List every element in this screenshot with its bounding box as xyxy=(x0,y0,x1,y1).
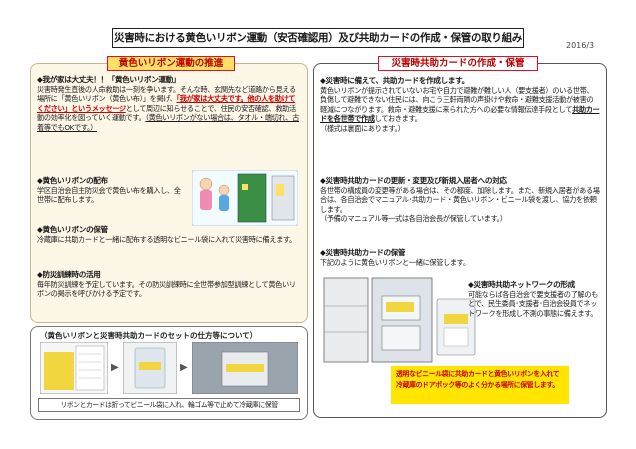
card-s1-emphasis: 共助カードを各世帯で作成 xyxy=(320,104,600,124)
ribbon-s1-text-b: として周辺に知らせることで、住民の安否確認、救助活動の効率化を図っていく運動です… xyxy=(37,103,296,123)
card-section-3: ◆災害時共助カードの保管 下記のように黄色いリボンと一緒に保管します。 xyxy=(320,248,600,267)
ribbon-s1-title: ◆我が家は大丈夫！！「黄色いリボン運動」 xyxy=(37,75,181,84)
bag-closeup-illustration xyxy=(436,298,476,356)
card-s1-title: ◆災害時に備えて、共助カードを作成します。 xyxy=(320,76,469,85)
refrigerator-illustration xyxy=(323,277,433,363)
card-s3-title: ◆災害時共助カードの保管 xyxy=(320,248,406,257)
page-date: 2016/3 xyxy=(566,41,595,50)
ribbon-section-3: ◆黄色いリボンの保管 冷蔵庫に共助カードと一緒に配布する透明なビニール袋に入れて… xyxy=(37,225,301,244)
card-section-2: ◆災害時共助カードの更新・変更及び新規入居者への対応 各世帯の構成員の変更等があ… xyxy=(320,176,600,224)
setup-instructions-title: （黄色いリボンと災害時共助カードのセットの仕方等について） xyxy=(40,331,258,340)
card-s2-body: 各世帯の構成員の変更等がある場合は、その都度、加除します。また、新規入居者がある… xyxy=(320,185,600,214)
photo-card xyxy=(40,342,108,394)
ribbon-campaign-heading: 黄色いリボン運動の推進 xyxy=(107,56,235,71)
card-section-1: ◆災害時に備えて、共助カードを作成します。 黄色いリボンが提示されていないお宅や… xyxy=(320,76,600,134)
ribbon-s2-body: 学区自治会自主防災会で黄色い布を購入し、全世帯に配布します。 xyxy=(37,185,181,205)
photo-fridge-door xyxy=(192,342,298,394)
card-s2-note: （予備のマニュアル等一式は各自治会長が保管しています。） xyxy=(320,214,507,224)
card-s4-body: 可能ならば各自治会で要支援者の了解のもとで、民生委員･支援者･自治会役員でネット… xyxy=(468,289,598,318)
card-s1-note: （様式は裏面にあります。） xyxy=(320,123,405,133)
card-s2-title: ◆災害時共助カードの更新・変更及び新規入居者への対応 xyxy=(320,176,507,185)
arrow-right-icon-2: ▶ xyxy=(180,362,188,373)
ribbon-section-2: ◆黄色いリボンの配布 学区自治会自主防災会で黄色い布を購入し、全世帯に配布します… xyxy=(37,176,187,205)
card-section-4: ◆災害時共助ネットワークの形成 可能ならば各自治会で要支援者の了解のもとで、民生… xyxy=(468,280,602,318)
ribbon-s4-body: 毎年防災訓練を予定しています。その防災訓練時に全世帯参加型訓練として黄色いリボン… xyxy=(37,279,296,299)
page-title: 災害時における黄色いリボン運動（安否確認用）及び共助カードの作成・保管の取り組み xyxy=(112,28,524,48)
ribbon-section-4: ◆防災訓練時の活用 毎年防災訓練を予定しています。その防災訓練時に全世帯参加型訓… xyxy=(37,270,301,299)
ribbon-s4-title: ◆防災訓練時の活用 xyxy=(37,270,101,279)
ribbon-s1-text-c: （黄色いリボンがない場合は、タオル・端切れ、古着等でもOKです。） xyxy=(37,113,300,132)
arrow-right-icon: ▶ xyxy=(111,362,119,373)
card-s3-body: 下記のように黄色いリボンと一緒に保管します。 xyxy=(320,257,470,267)
photo-bag xyxy=(123,342,177,394)
ribbon-s1-text-a: 災害時発生直後の人命救助は一刻を争います。そんな時、玄関先など道路から見える場所… xyxy=(37,84,296,104)
family-illustration xyxy=(192,170,298,226)
card-s1-text-b: しておきます。 xyxy=(374,114,422,124)
mutual-aid-card-heading: 災害時共助カードの作成・保管 xyxy=(378,56,538,71)
card-s4-title: ◆災害時共助ネットワークの形成 xyxy=(468,280,575,289)
ribbon-s1-message: 「我が家は大丈夫です。他の人を助けてください」というメッセージ xyxy=(37,94,296,113)
setup-caption: リボンとカードは折ってビニール袋に入れ、輪ゴム等で止めて冷蔵庫に保管 xyxy=(38,398,300,412)
storage-note: 透明なビニール袋に共助カードと黄色いリボンを入れて冷蔵庫のドアポック等のよく分か… xyxy=(391,366,569,404)
ribbon-s2-title: ◆黄色いリボンの配布 xyxy=(37,176,108,185)
ribbon-section-1: ◆我が家は大丈夫！！「黄色いリボン運動」 災害時発生直後の人命救助は一刻を争いま… xyxy=(37,75,301,133)
card-s1-text-a: 黄色いリボンが提示されていないお宅や自力で避難が難しい人（要支援者）のいる世帯、… xyxy=(320,85,594,114)
ribbon-s3-body: 冷蔵庫に共助カードと一緒に配布する透明なビニール袋に入れて災害時に備えます。 xyxy=(37,234,296,244)
ribbon-s3-title: ◆黄色いリボンの保管 xyxy=(37,225,108,234)
